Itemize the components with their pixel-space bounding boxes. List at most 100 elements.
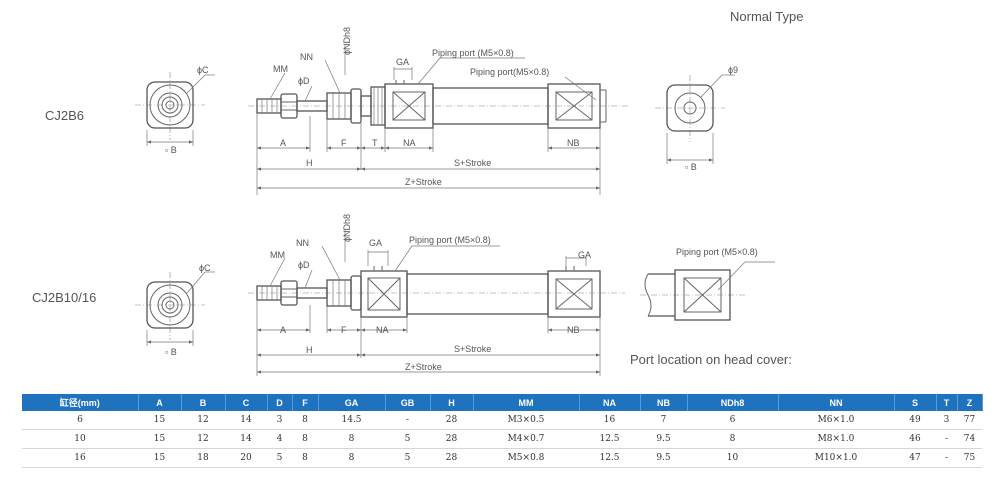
table-header-cell: S [894,394,937,411]
table-cell: 6 [22,411,138,430]
table-cell: M10×1.0 [778,448,894,468]
table-cell: 18 [181,448,225,468]
f-dim-top: F [341,138,347,148]
h-dim-bottom: H [306,345,313,355]
table-cell: 15 [138,448,181,468]
mm-label-bottom: MM [270,250,285,260]
table-cell: 46 [894,429,936,449]
table-header-cell: NA [579,394,641,411]
table-header-cell: MM [473,394,580,411]
table-cell: 12.5 [579,429,640,449]
phi-c-label-bottom: ϕC [199,263,211,273]
table-cell: 10 [687,448,778,468]
na-dim-bottom: NA [376,325,389,335]
table-cell: 9.5 [640,448,687,468]
table-header-cell: 缸径(mm) [22,394,139,411]
table-cell: 5 [385,448,430,468]
piping-port-label-4: Piping port (M5×0.8) [676,247,758,257]
end-view-top-right: ϕ9 ▫ B [655,65,738,172]
table-cell: M5×0.8 [473,448,579,468]
table-cell: 14 [225,411,267,430]
table-cell: 6 [687,411,778,430]
table-cell: 20 [225,448,267,468]
sq-b-label-top-right: ▫ B [685,162,697,172]
table-header-cell: D [267,394,293,411]
table-cell: 8 [292,429,318,449]
table-cell: 47 [894,448,936,468]
table-header-cell: T [936,394,958,411]
table-cell: 8 [687,429,778,449]
port-location-caption: Port location on head cover: [630,352,792,367]
table-cell: 12.5 [579,448,640,468]
z-stroke-dim-bottom: Z+Stroke [405,362,442,372]
end-view-top-left: ϕC ▫ B [135,65,215,155]
h-dim-top: H [306,158,313,168]
table-cell: 8 [292,411,318,430]
table-cell: 12 [181,411,225,430]
table-cell: M6×1.0 [778,411,894,430]
nb-dim-bottom: NB [567,325,580,335]
sq-b-label-top: ▫ B [165,145,177,155]
table-cell: - [936,429,957,449]
table-header-cell: Z [957,394,983,411]
table-cell: 15 [138,429,181,449]
table-cell: 3 [267,411,292,430]
port-location-detail: Piping port (M5×0.8) [640,247,775,321]
table-cell: 10 [22,429,138,449]
table-cell: M8×1.0 [778,429,894,449]
s-stroke-dim-top: S+Stroke [454,158,491,168]
s-stroke-dim-bottom: S+Stroke [454,344,491,354]
table-cell: 8 [318,448,385,468]
na-dim-top: NA [403,138,416,148]
side-view-bottom: MM ϕD NN ϕNDh8 GA Piping port (M5×0.8) G… [248,214,625,376]
table-cell: 49 [894,411,936,430]
table-header-cell: NB [640,394,688,411]
table-cell: 74 [957,429,982,449]
table-cell: 3 [936,411,957,430]
table-header-cell: F [292,394,319,411]
nn-label-top: NN [300,52,313,62]
table-cell: 28 [430,448,473,468]
table-cell: 8 [292,448,318,468]
table-cell: - [936,448,957,468]
phi-d-label-bottom: ϕD [298,260,310,270]
a-dim-bottom: A [280,325,286,335]
table-cell: 14.5 [318,411,385,430]
table-cell: 7 [640,411,687,430]
table-cell: 75 [957,448,982,468]
table-cell: M4×0.7 [473,429,579,449]
table-cell: 9.5 [640,429,687,449]
ga-label-top: GA [396,57,409,67]
side-view-top: MM ϕD NN ϕNDh8 GA Piping port (M5×0.8) P… [248,27,630,195]
z-stroke-dim-top: Z+Stroke [405,177,442,187]
table-header-cell: NDh8 [687,394,779,411]
table-header-cell: NN [778,394,895,411]
table-cell: 28 [430,429,473,449]
table-cell: - [385,411,430,430]
table-cell: 14 [225,429,267,449]
mm-label-top: MM [273,64,288,74]
piping-port-label-3: Piping port (M5×0.8) [409,235,491,245]
end-view-bottom-left: ϕC ▫ B [135,263,215,357]
ga-label-bottom-left: GA [369,238,382,248]
phi-c-label-top: ϕC [197,65,209,75]
ndh8-label-top: ϕNDh8 [342,27,352,55]
ga-label-bottom-right: GA [578,250,591,260]
table-cell: 5 [385,429,430,449]
piping-port-label-2: Piping port(M5×0.8) [470,67,549,77]
phi-9-label: ϕ9 [728,65,738,75]
f-dim-bottom: F [341,325,347,335]
table-header-cell: C [225,394,268,411]
table-header-cell: GB [385,394,431,411]
phi-d-label-top: ϕD [298,76,310,86]
table-header-cell: H [430,394,474,411]
drawing-title: Normal Type [730,9,803,24]
nb-dim-top: NB [567,138,580,148]
sq-b-label-bottom: ▫ B [165,347,177,357]
